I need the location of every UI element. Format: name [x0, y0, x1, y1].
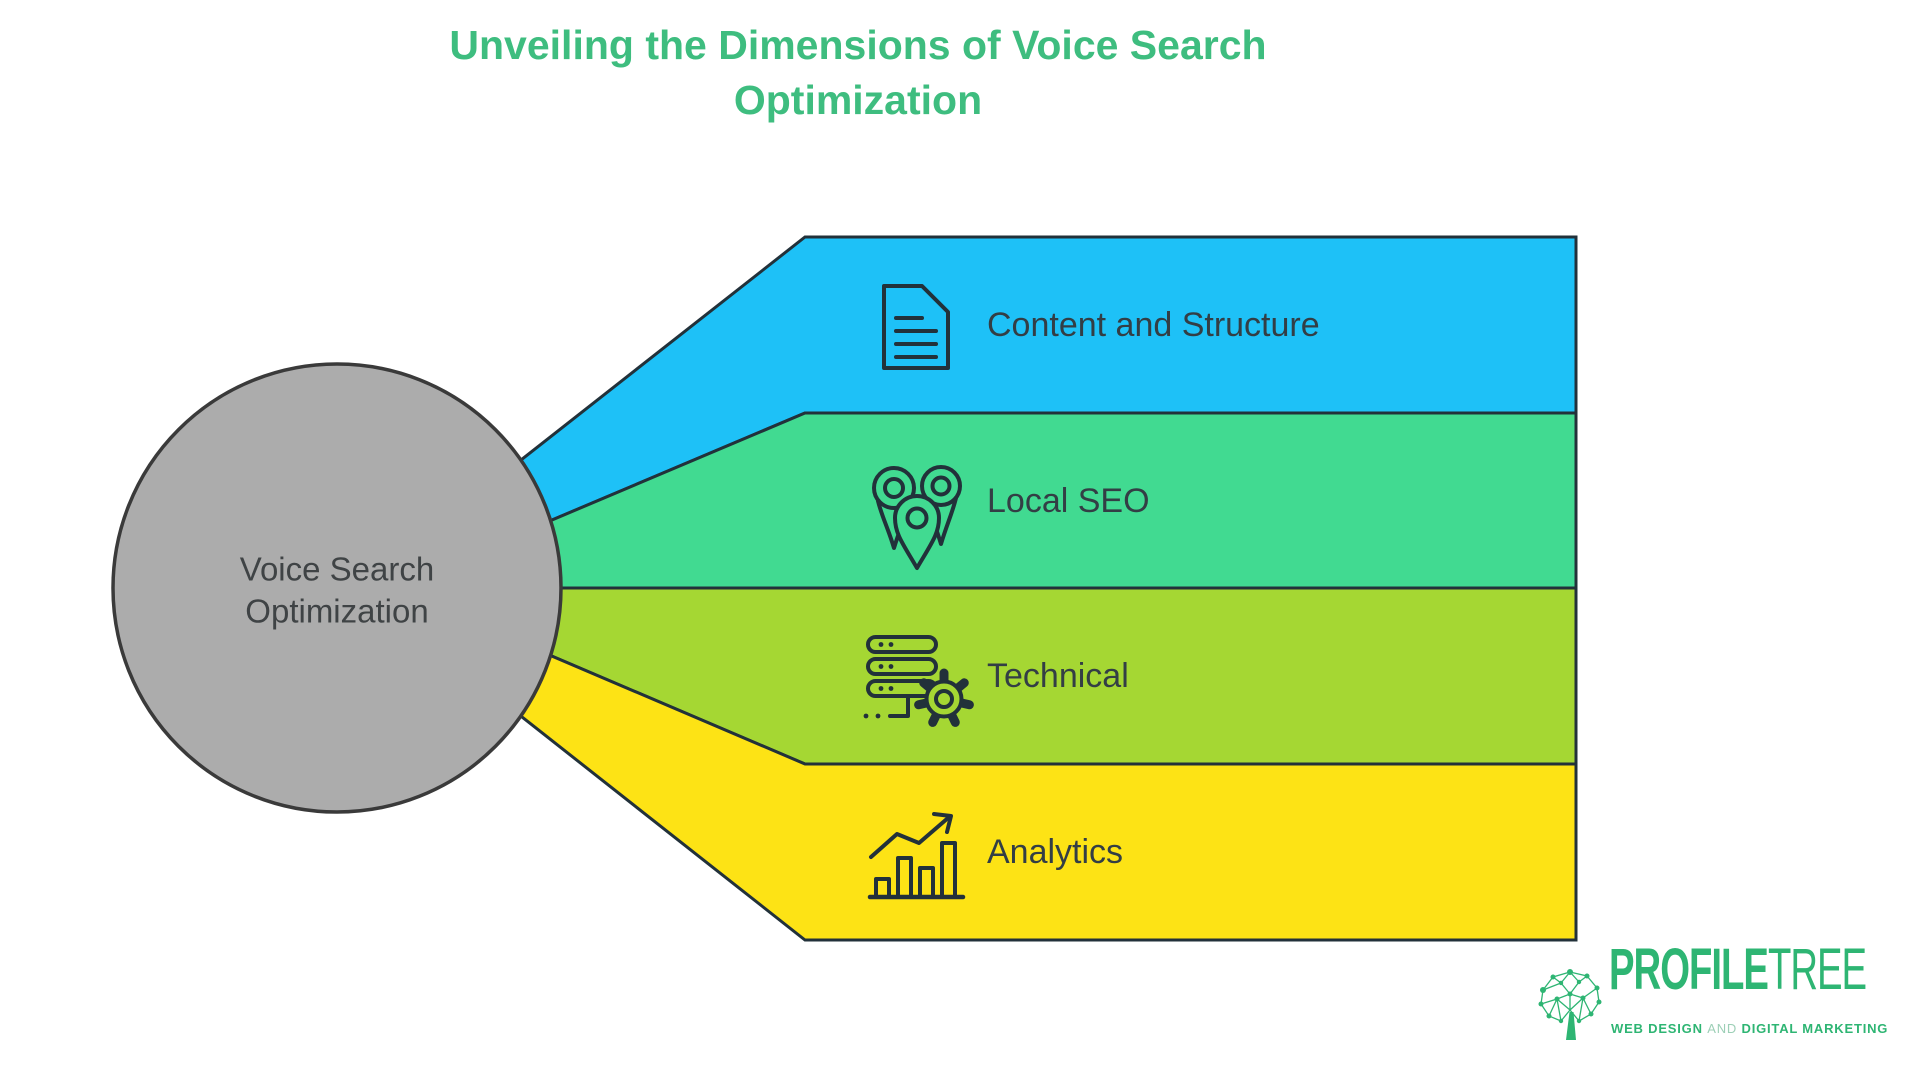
profiletree-logo-name: PROFILETREE: [1609, 941, 1867, 999]
branch-label-technical: Technical: [987, 657, 1129, 695]
tagline-and: AND: [1707, 1021, 1738, 1036]
profiletree-logo: PROFILETREE WEB DESIGN AND DIGITAL MARKE…: [1535, 941, 1895, 1055]
branch-label-local-seo: Local SEO: [987, 482, 1150, 520]
center-circle-label-line1: Voice Search: [240, 551, 434, 588]
branch-label-content-and-structure: Content and Structure: [987, 306, 1320, 344]
tagline-digital-marketing: DIGITAL MARKETING: [1741, 1021, 1889, 1036]
server-gear-icon: [863, 635, 974, 727]
profiletree-tagline: WEB DESIGN AND DIGITAL MARKETING: [1611, 1021, 1888, 1036]
document-icon: [882, 284, 950, 370]
logo-text-tree: TREE: [1767, 937, 1867, 1002]
branch-label-analytics: Analytics: [987, 833, 1123, 871]
map-pins-icon: [872, 465, 962, 570]
bar-chart-arrow-icon: [867, 812, 966, 900]
tagline-web-design: WEB DESIGN: [1611, 1021, 1703, 1036]
center-circle-label-line2: Optimization: [245, 593, 428, 630]
profiletree-logo-icon: [1538, 969, 1602, 1040]
page-title-line1: Unveiling the Dimensions of Voice Search: [449, 22, 1267, 68]
page-title: Unveiling the Dimensions of Voice Search…: [358, 18, 1358, 128]
center-circle: [111, 362, 563, 814]
logo-text-profile: PROFILE: [1609, 937, 1769, 1002]
page-title-line2: Optimization: [733, 77, 983, 123]
